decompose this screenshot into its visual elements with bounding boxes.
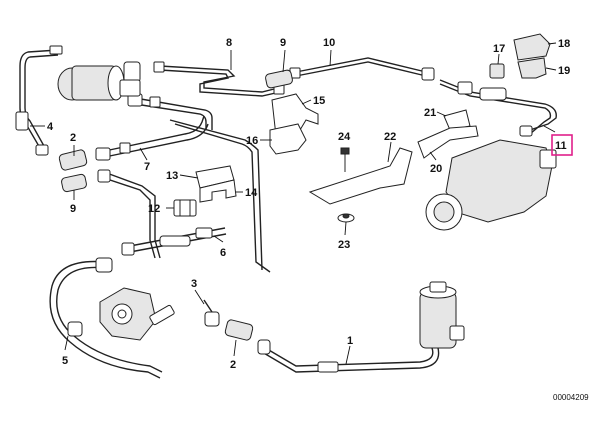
nut-23 bbox=[337, 213, 355, 223]
clamp-12 bbox=[173, 199, 197, 217]
bracket-20 bbox=[417, 125, 479, 159]
callout-18[interactable]: 18 bbox=[558, 38, 570, 50]
callout-13[interactable]: 13 bbox=[166, 170, 178, 182]
callout-8[interactable]: 8 bbox=[226, 37, 232, 49]
callout-14[interactable]: 14 bbox=[245, 187, 258, 199]
callout-2-top[interactable]: 2 bbox=[70, 132, 76, 144]
callout-11[interactable]: 11 bbox=[555, 140, 567, 152]
bracket-18 bbox=[513, 33, 551, 61]
callout-22[interactable]: 22 bbox=[384, 131, 396, 143]
callout-labels: 8 9 10 17 18 19 15 4 21 24 22 16 2 7 20 … bbox=[47, 37, 573, 371]
callout-4[interactable]: 4 bbox=[47, 121, 54, 133]
callout-11-highlight bbox=[551, 134, 573, 156]
pipe-10 bbox=[295, 57, 427, 73]
callout-12[interactable]: 12 bbox=[148, 203, 160, 215]
callout-5[interactable]: 5 bbox=[62, 355, 68, 367]
callout-15[interactable]: 15 bbox=[313, 95, 325, 107]
callout-6[interactable]: 6 bbox=[220, 247, 226, 259]
callout-9-top[interactable]: 9 bbox=[280, 37, 286, 49]
sleeve-9-left bbox=[61, 173, 87, 193]
fitting-3 bbox=[203, 299, 220, 327]
callout-17[interactable]: 17 bbox=[493, 43, 505, 55]
callout-20[interactable]: 20 bbox=[430, 163, 442, 175]
bracket-16 bbox=[269, 123, 307, 155]
clamp-13-14 bbox=[195, 165, 237, 203]
document-number: 00004209 bbox=[553, 393, 589, 402]
callout-7[interactable]: 7 bbox=[144, 161, 150, 173]
fluid-reservoir bbox=[419, 281, 465, 349]
callout-1[interactable]: 1 bbox=[347, 335, 353, 347]
power-steering-pump bbox=[99, 287, 175, 341]
callout-19[interactable]: 19 bbox=[558, 65, 570, 77]
pump-reservoir-assembly bbox=[57, 61, 141, 101]
leader-lines bbox=[30, 42, 557, 365]
pipe-8 bbox=[159, 65, 279, 93]
callout-10[interactable]: 10 bbox=[323, 37, 335, 49]
callout-16[interactable]: 16 bbox=[246, 135, 258, 147]
clip-17 bbox=[489, 63, 505, 79]
sleeve-2-bottom bbox=[224, 319, 254, 341]
bracket-19 bbox=[517, 57, 547, 79]
callout-9-left[interactable]: 9 bbox=[70, 203, 76, 215]
callout-3[interactable]: 3 bbox=[191, 278, 197, 290]
steering-gear-housing bbox=[425, 139, 557, 231]
sleeve-2-top bbox=[58, 149, 88, 171]
callout-23[interactable]: 23 bbox=[338, 239, 350, 251]
hose-1 bbox=[261, 345, 434, 367]
sleeve-9-top bbox=[265, 69, 293, 89]
callout-24[interactable]: 24 bbox=[338, 131, 351, 143]
components-group bbox=[57, 33, 557, 349]
bolt-24 bbox=[340, 147, 350, 172]
hose-5 bbox=[49, 260, 161, 379]
pipes-group bbox=[15, 45, 557, 379]
callout-2-bottom[interactable]: 2 bbox=[230, 359, 236, 371]
bracket-22 bbox=[308, 147, 413, 205]
callout-21[interactable]: 21 bbox=[424, 107, 436, 119]
